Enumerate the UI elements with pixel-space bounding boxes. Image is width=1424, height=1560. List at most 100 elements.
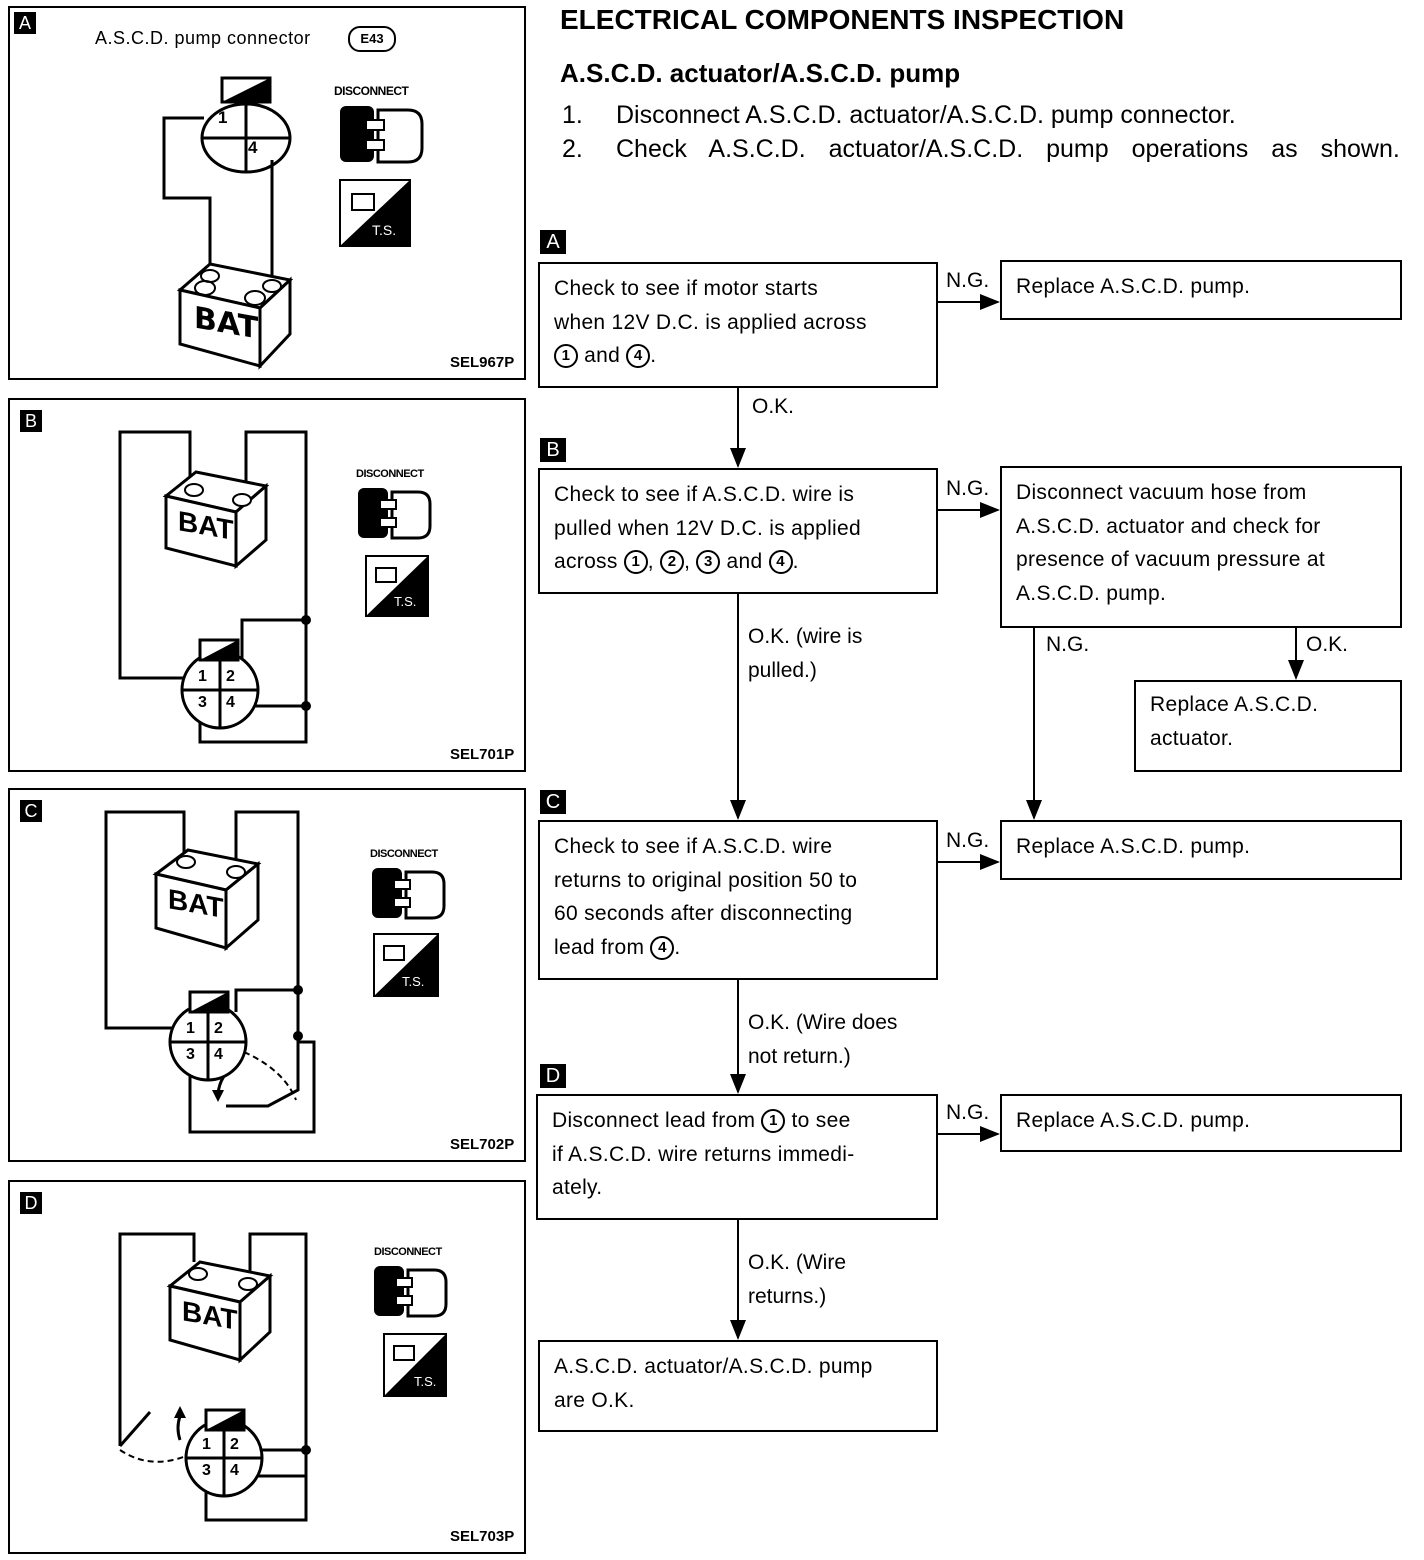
- flow-step-c-box: Check to see if A.S.C.D. wire returns to…: [538, 820, 938, 980]
- pin-label: 3: [186, 1046, 195, 1063]
- pin-label: 1: [186, 1020, 195, 1037]
- flow-text-line: 1 and 4.: [554, 339, 922, 373]
- step-1-number: 1.: [562, 101, 583, 129]
- pin-number: 4: [768, 550, 793, 574]
- figure-d-letter: D: [20, 1192, 42, 1214]
- ok-label: O.K.: [752, 395, 795, 418]
- flow-text-line: returns.): [748, 1284, 827, 1308]
- figure-panel-b: B BAT 1 2 3 4 DISCONNECT T.S. SEL701P: [8, 398, 526, 772]
- pin-label: 3: [202, 1462, 211, 1479]
- ok-label: O.K. (wire is pulled.): [748, 620, 862, 687]
- figure-a-caption: A.S.C.D. pump connector: [95, 28, 311, 48]
- step-1-text: Disconnect A.S.C.D. actuator/A.S.C.D. pu…: [616, 101, 1236, 129]
- figure-d-code: SEL703P: [450, 1528, 515, 1545]
- disconnect-label: DISCONNECT: [370, 848, 438, 860]
- flow-text-line: are O.K.: [554, 1388, 635, 1412]
- figure-c-code: SEL702P: [450, 1136, 515, 1153]
- pin-number: 2: [660, 550, 685, 574]
- figure-c-drawing: [104, 810, 446, 1134]
- figure-a-drawing: [162, 76, 424, 370]
- flow-text-line: 60 seconds after disconnecting: [554, 902, 853, 925]
- pin-number: 1: [623, 550, 648, 574]
- ng-label: N.G.: [946, 1101, 990, 1124]
- flow-text-line: pulled when 12V D.C. is applied: [554, 516, 861, 540]
- connector-id-badge: E43: [348, 26, 396, 52]
- flow-text-line: A.S.C.D. actuator and check for: [1016, 514, 1321, 538]
- figure-panel-d: D BAT 1 2 3 4 DISCONNECT T.S. SEL703P: [8, 1180, 526, 1554]
- pin-label: 3: [198, 694, 207, 711]
- ts-label: T.S.: [372, 222, 397, 238]
- flow-text-line: if A.S.C.D. wire returns immedi-: [552, 1142, 855, 1166]
- figure-b-letter: B: [20, 410, 42, 432]
- flow-result-c-box: Replace A.S.C.D. pump.: [1000, 820, 1402, 880]
- flow-step-a-tag: A: [540, 230, 566, 254]
- ts-label: T.S.: [394, 594, 417, 609]
- pin-label: 2: [214, 1020, 223, 1037]
- pin-label: 1: [218, 108, 228, 127]
- pin-label: 1: [198, 668, 207, 685]
- pin-number: 4: [650, 935, 675, 960]
- flow-text-fragment: across: [554, 550, 618, 573]
- ng-label: N.G.: [1046, 633, 1090, 656]
- ok-label: O.K. (Wire returns.): [748, 1246, 846, 1313]
- flow-text-line: lead from 4.: [554, 935, 681, 960]
- flow-text-line: when 12V D.C. is applied across: [554, 310, 867, 334]
- flow-text-fragment: Disconnect lead from: [552, 1109, 756, 1132]
- flow-step-c-tag: C: [540, 790, 566, 814]
- flow-text-line: Disconnect lead from 1 to see: [552, 1104, 922, 1138]
- flow-text-line: A.S.C.D. actuator/A.S.C.D. pump: [554, 1355, 873, 1378]
- ok-label: O.K.: [1306, 633, 1349, 656]
- flow-step-b-box: Check to see if A.S.C.D. wire is pulled …: [538, 468, 938, 594]
- flow-text-line: presence of vacuum pressure at: [1016, 548, 1325, 571]
- pin-label: 4: [226, 694, 235, 711]
- ts-label: T.S.: [402, 974, 425, 989]
- ok-label: O.K. (Wire does not return.): [748, 1006, 897, 1073]
- flow-text-line: Check to see if A.S.C.D. wire: [554, 835, 833, 858]
- disconnect-label: DISCONNECT: [356, 468, 424, 480]
- figure-b-code: SEL701P: [450, 746, 515, 763]
- pin-number: 4: [626, 344, 651, 368]
- disconnect-label: DISCONNECT: [334, 84, 409, 98]
- flow-text-line: returns to original position 50 to: [554, 868, 858, 892]
- flow-step-b-tag: B: [540, 438, 566, 462]
- flow-step-a-box: Check to see if motor starts when 12V D.…: [538, 262, 938, 388]
- flow-text-line: pulled.): [748, 658, 817, 682]
- figure-panel-a: A A.S.C.D. pump connector E43 1 4 BAT DI…: [8, 6, 526, 380]
- flow-text-line: Replace A.S.C.D.: [1150, 693, 1319, 716]
- step-2-number: 2.: [562, 135, 583, 163]
- flow-text-line: Check to see if A.S.C.D. wire is: [554, 483, 855, 506]
- ts-label: T.S.: [414, 1374, 437, 1389]
- flow-text-line: A.S.C.D. pump.: [1016, 581, 1167, 605]
- flow-result-d-box: Replace A.S.C.D. pump.: [1000, 1094, 1402, 1152]
- flow-text-line: actuator.: [1150, 726, 1234, 750]
- figure-panel-c: C BAT 1 2 3 4 DISCONNECT T.S. SEL702P: [8, 788, 526, 1162]
- flow-text-fragment: to see: [791, 1109, 851, 1132]
- flow-result-a-box: Replace A.S.C.D. pump.: [1000, 260, 1402, 320]
- flow-text-line: O.K. (wire is: [748, 625, 863, 648]
- ng-label: N.G.: [946, 829, 990, 852]
- step-2-text: Check A.S.C.D. actuator/A.S.C.D. pump op…: [616, 135, 1400, 163]
- figure-b-drawing: [118, 430, 432, 744]
- flow-text-line: O.K. (Wire does: [748, 1011, 898, 1034]
- replace-actuator-box: Replace A.S.C.D. actuator.: [1134, 680, 1402, 772]
- pin-number: 1: [761, 1109, 786, 1133]
- flow-text-line: Check to see if motor starts: [554, 277, 818, 300]
- flow-result-b-box: Disconnect vacuum hose from A.S.C.D. act…: [1000, 466, 1402, 628]
- pin-label: 4: [230, 1462, 239, 1479]
- flow-text-line: ately.: [552, 1176, 603, 1199]
- flow-text-line: O.K. (Wire: [748, 1251, 846, 1274]
- pin-number: 1: [554, 344, 578, 368]
- pin-label: 4: [214, 1046, 223, 1063]
- figure-a-letter: A: [14, 12, 36, 34]
- section-title: A.S.C.D. actuator/A.S.C.D. pump: [560, 58, 961, 88]
- pin-label: 2: [226, 668, 235, 685]
- figure-c-letter: C: [20, 800, 42, 822]
- flow-text-line: across 1, 2, 3 and 4.: [554, 550, 799, 574]
- flow-step-d-box: Disconnect lead from 1 to see if A.S.C.D…: [536, 1094, 938, 1220]
- flow-text-line: Disconnect vacuum hose from: [1016, 481, 1307, 504]
- flow-step-d-tag: D: [540, 1064, 566, 1088]
- pin-label: 4: [248, 138, 258, 157]
- pin-label: 2: [230, 1436, 239, 1453]
- pin-number: 3: [696, 550, 721, 574]
- ng-label: N.G.: [946, 269, 990, 292]
